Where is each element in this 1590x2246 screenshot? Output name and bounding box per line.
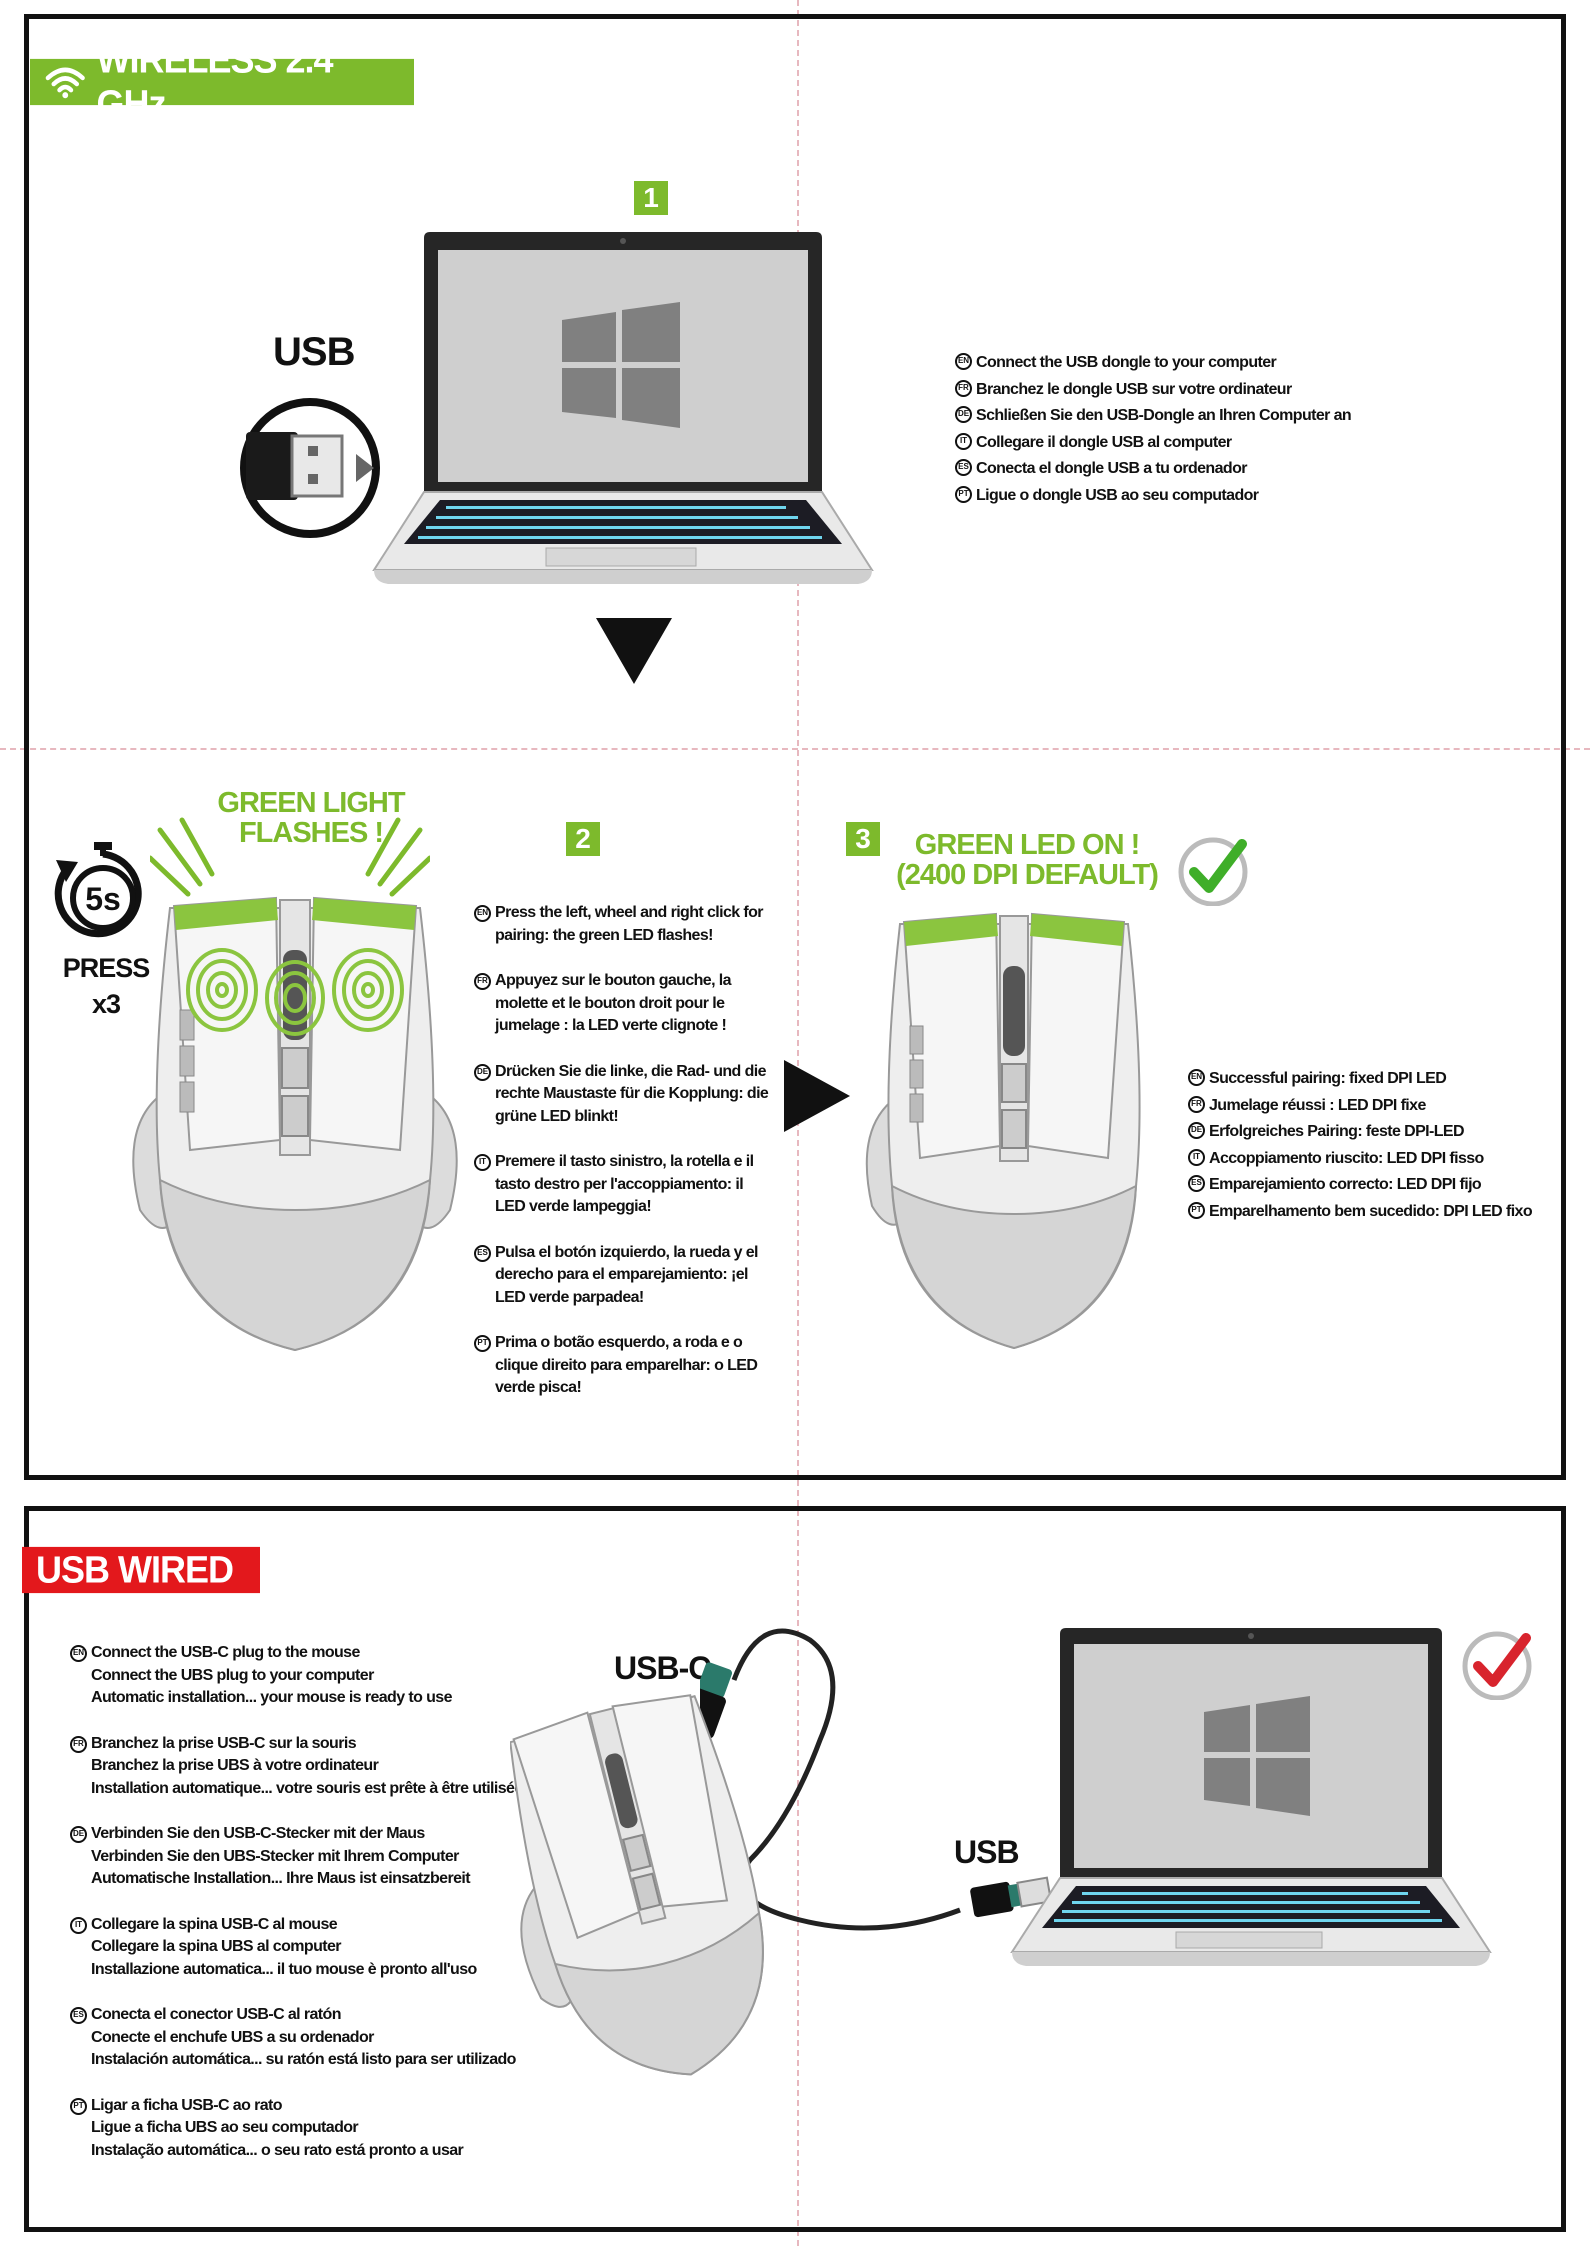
press-label: PRESS x3 xyxy=(62,953,151,1019)
wired-section-frame xyxy=(24,1506,1566,2232)
flag-de-icon: DE xyxy=(474,1063,491,1081)
mouse-paired-illustration xyxy=(865,912,1141,1350)
flag-fr-icon: FR xyxy=(70,1735,87,1753)
timer-text: 5s xyxy=(85,881,121,917)
usb-c-plug-icon xyxy=(700,1662,733,1739)
flag-en-icon: EN xyxy=(474,905,491,922)
fold-line-horizontal xyxy=(0,748,1590,750)
usb-cable-illustration xyxy=(700,1628,1053,1931)
check-icon xyxy=(1178,837,1248,906)
usb-dongle-icon xyxy=(240,398,380,538)
windows-logo-icon xyxy=(562,302,680,428)
step-1-badge: 1 xyxy=(634,181,668,215)
laptop-illustration xyxy=(372,232,874,584)
wifi-icon xyxy=(45,67,85,99)
flag-it-icon: IT xyxy=(1188,1148,1205,1166)
laptop-wired-illustration xyxy=(1010,1628,1492,1966)
flag-es-icon: ES xyxy=(474,1244,491,1262)
mouse-wired-illustration xyxy=(510,1694,764,2076)
wired-banner: USB WIRED xyxy=(22,1546,260,1594)
arrow-down-icon xyxy=(596,618,672,684)
wired-banner-text: USB WIRED xyxy=(36,1547,234,1591)
flag-pt-icon: PT xyxy=(474,1335,491,1352)
flag-it-icon: IT xyxy=(955,432,972,450)
flag-it-icon: IT xyxy=(70,1916,87,1934)
flag-pt-icon: PT xyxy=(1188,1201,1205,1219)
flag-it-icon: IT xyxy=(474,1154,491,1171)
flag-es-icon: ES xyxy=(955,459,972,476)
step-3-badge: 3 xyxy=(846,822,880,856)
flag-fr-icon: FR xyxy=(474,973,491,990)
flag-fr-icon: FR xyxy=(1188,1095,1205,1113)
windows-logo-icon xyxy=(1204,1696,1310,1816)
flag-de-icon: DE xyxy=(70,1826,87,1843)
flag-en-icon: EN xyxy=(1188,1069,1205,1086)
timer-icon: 5s xyxy=(54,842,142,938)
flag-es-icon: ES xyxy=(1188,1175,1205,1192)
mouse-pairing-illustration xyxy=(132,896,458,1352)
flag-de-icon: DE xyxy=(955,406,972,423)
flag-es-icon: ES xyxy=(70,2007,87,2024)
flag-en-icon: EN xyxy=(955,353,972,370)
flag-en-icon: EN xyxy=(70,1645,87,1662)
flag-pt-icon: PT xyxy=(70,2097,87,2115)
press-rings-icon xyxy=(186,948,404,1036)
flash-rays-icon xyxy=(150,817,430,897)
usb-plug-label: USB xyxy=(954,1834,1020,1870)
usb-c-label: USB-C xyxy=(614,1650,711,1686)
flag-pt-icon: PT xyxy=(955,485,972,503)
check-icon xyxy=(1462,1631,1532,1700)
flag-fr-icon: FR xyxy=(955,379,972,397)
green-light-flashes-title: GREEN LIGHT FLASHES ! xyxy=(217,787,405,849)
wireless-banner: WIRELESS 2.4 GHz xyxy=(30,38,414,125)
step-2-badge: 2 xyxy=(566,822,600,856)
flag-de-icon: DE xyxy=(1188,1122,1205,1139)
usb-dongle-label: USB xyxy=(273,330,355,374)
usb-a-plug-icon xyxy=(970,1876,1053,1918)
arrow-right-icon xyxy=(784,1060,850,1132)
wireless-banner-text: WIRELESS 2.4 GHz xyxy=(96,37,334,126)
green-led-on-title: GREEN LED ON ! (2400 DPI DEFAULT) xyxy=(896,829,1159,891)
wireless-section-frame xyxy=(24,14,1566,1480)
